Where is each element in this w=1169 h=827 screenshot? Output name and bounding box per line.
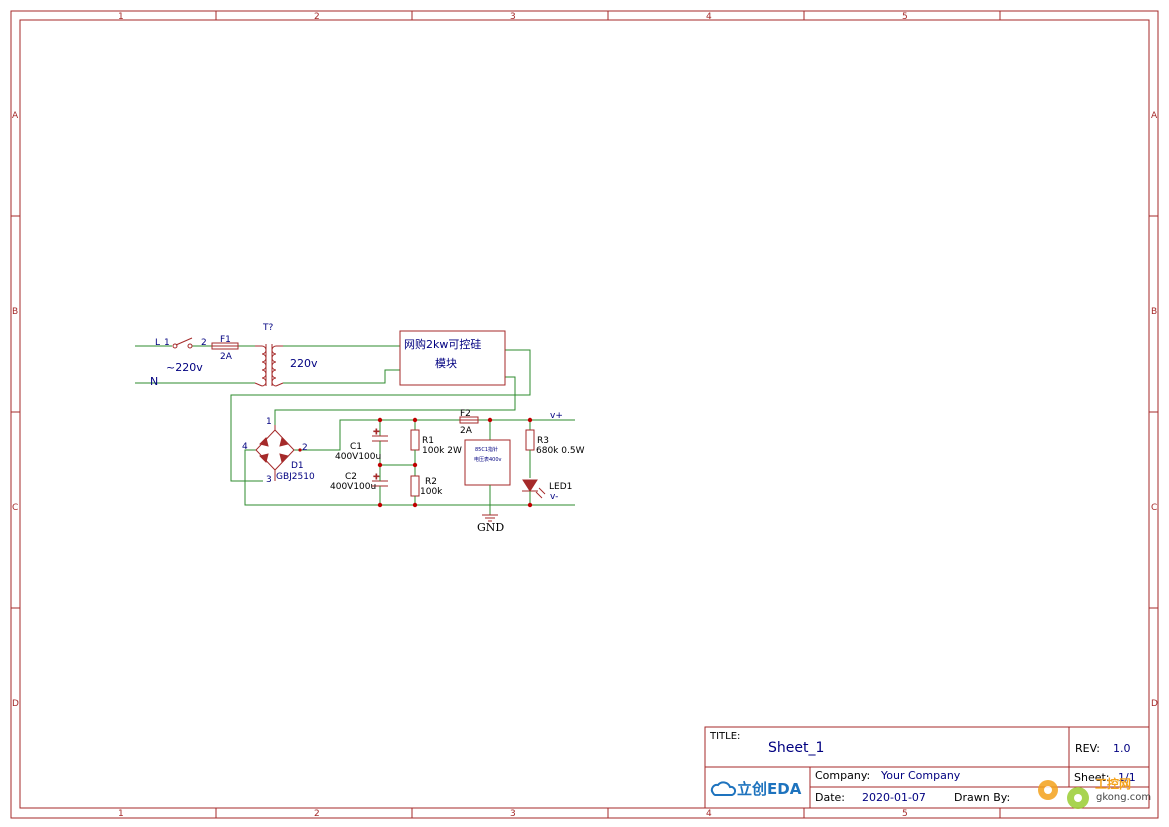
fuse-f2-value: 2A bbox=[460, 426, 473, 436]
r2-value: 100k bbox=[420, 487, 443, 497]
zone-col-2-bottom: 2 bbox=[314, 809, 320, 819]
junctions bbox=[298, 417, 533, 508]
title-value: Sheet_1 bbox=[768, 740, 824, 756]
zone-col-3-top: 3 bbox=[510, 12, 516, 22]
zone-col-3-bottom: 3 bbox=[510, 809, 516, 819]
resistor-r2 bbox=[410, 475, 420, 505]
scr-module bbox=[399, 330, 506, 386]
ground-symbol bbox=[482, 514, 498, 522]
title-label: TITLE: bbox=[709, 731, 740, 742]
fuse-f2-ref: F2 bbox=[460, 409, 471, 419]
bridge-rectifier bbox=[255, 425, 295, 481]
zone-col-5-top: 5 bbox=[902, 12, 908, 22]
svg-text:+: + bbox=[373, 472, 380, 481]
line-n-label: N bbox=[150, 375, 158, 388]
zone-ticks bbox=[11, 11, 1158, 818]
watermark-text-en: gkong.com bbox=[1096, 792, 1151, 803]
bridge-pin2: 2 bbox=[302, 443, 308, 453]
switch bbox=[172, 337, 193, 349]
voltmeter bbox=[464, 439, 511, 486]
zone-row-a-right: A bbox=[1151, 111, 1158, 121]
title-block bbox=[704, 726, 1150, 809]
bridge-pin1: 1 bbox=[266, 417, 272, 427]
zone-col-1-bottom: 1 bbox=[118, 809, 124, 819]
c2-value: 400V100u bbox=[330, 482, 376, 492]
voltmeter-line2: 电压表400v bbox=[474, 456, 502, 463]
zone-row-b-right: B bbox=[1151, 307, 1157, 317]
wires bbox=[135, 345, 575, 506]
line-l-label: L bbox=[155, 338, 160, 348]
zone-col-2-top: 2 bbox=[314, 12, 320, 22]
led bbox=[522, 479, 546, 505]
sheet-value: 1/1 bbox=[1118, 771, 1136, 784]
fuse-f1-ref: F1 bbox=[220, 335, 231, 345]
transformer-out-label: 220v bbox=[290, 357, 318, 370]
zone-row-a-left: A bbox=[12, 111, 19, 121]
svg-text:+: + bbox=[373, 427, 380, 436]
zone-row-d-right: D bbox=[1151, 699, 1158, 709]
zone-col-4-bottom: 4 bbox=[706, 809, 712, 819]
r1-value: 100k 2W bbox=[422, 446, 462, 456]
r3-value: 680k 0.5W bbox=[536, 446, 585, 456]
eda-logo bbox=[710, 781, 737, 796]
r1-ref: R1 bbox=[422, 436, 434, 446]
r2-ref: R2 bbox=[425, 477, 437, 487]
r3-ref: R3 bbox=[537, 436, 549, 446]
transformer-ref: T? bbox=[262, 323, 273, 333]
switch-pin1-label: 1 bbox=[164, 338, 170, 348]
watermark-gear-icon bbox=[1038, 780, 1089, 809]
fuse-f1-value: 2A bbox=[220, 352, 233, 362]
switch-pin2-label: 2 bbox=[201, 338, 207, 348]
c2-ref: C2 bbox=[345, 472, 357, 482]
resistor-r1 bbox=[410, 420, 420, 476]
capacitor-c2: + bbox=[372, 472, 388, 505]
input-voltage-label: ~220v bbox=[166, 361, 203, 374]
watermark-text-cn: 工控网 bbox=[1095, 776, 1131, 791]
voltmeter-line1: 85C1指针 bbox=[475, 446, 498, 453]
bridge-pin3: 3 bbox=[266, 475, 272, 485]
date-value: 2020-01-07 bbox=[862, 791, 926, 804]
eda-logo-text: 立创EDA bbox=[737, 780, 802, 798]
bridge-pin4: 4 bbox=[242, 442, 248, 452]
c1-value: 400V100u bbox=[335, 452, 381, 462]
date-label: Date: bbox=[815, 791, 845, 804]
capacitor-c1: + bbox=[372, 420, 388, 476]
gnd-label: GND bbox=[477, 521, 504, 534]
rev-value: 1.0 bbox=[1113, 742, 1131, 755]
scr-module-line2: 模块 bbox=[435, 357, 457, 370]
transformer bbox=[254, 344, 284, 387]
zone-row-b-left: B bbox=[12, 307, 18, 317]
zone-col-4-top: 4 bbox=[706, 12, 712, 22]
led-ref: LED1 bbox=[549, 482, 572, 492]
outer-frame bbox=[10, 10, 1159, 819]
zone-row-c-left: C bbox=[12, 503, 18, 513]
c1-ref: C1 bbox=[350, 442, 362, 452]
bridge-ref: D1 bbox=[291, 461, 304, 471]
rev-label: REV: bbox=[1075, 742, 1100, 755]
company-label: Company: bbox=[815, 769, 870, 782]
drawn-by-label: Drawn By: bbox=[954, 791, 1010, 804]
vplus-label: v+ bbox=[550, 411, 563, 421]
company-value: Your Company bbox=[880, 769, 961, 782]
bridge-value: GBJ2510 bbox=[276, 472, 315, 482]
vminus-label: v- bbox=[550, 492, 558, 502]
zone-col-5-bottom: 5 bbox=[902, 809, 908, 819]
zone-row-d-left: D bbox=[12, 699, 19, 709]
zone-col-1-top: 1 bbox=[118, 12, 124, 22]
scr-module-line1: 网购2kw可控硅 bbox=[404, 337, 481, 351]
resistor-r3 bbox=[525, 420, 535, 478]
inner-frame bbox=[19, 19, 1150, 809]
sheet-label: Sheet: bbox=[1074, 771, 1110, 784]
zone-row-c-right: C bbox=[1151, 503, 1157, 513]
